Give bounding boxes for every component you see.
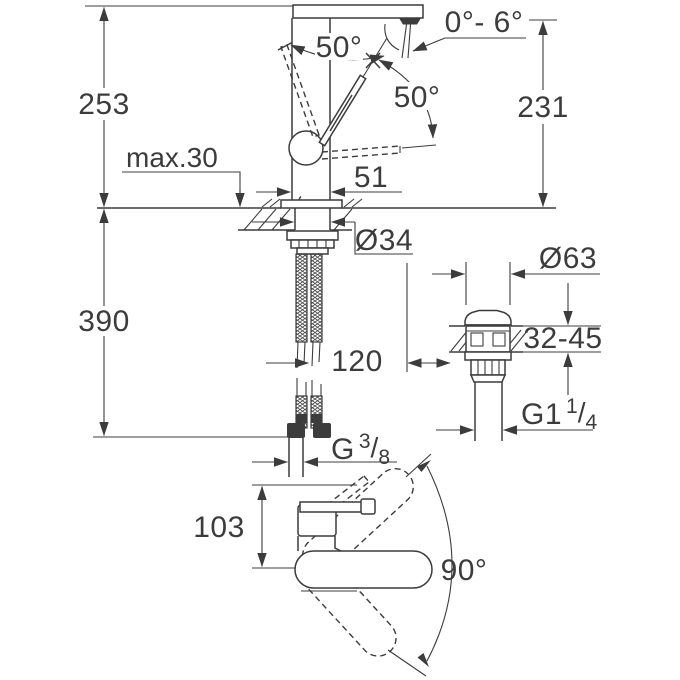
- dim-90-label: 90°: [441, 554, 488, 587]
- hose-right-fitting: [313, 423, 331, 438]
- deck-hatching: [243, 208, 353, 231]
- dim-390-label: 390: [78, 305, 130, 338]
- dim-06-label: 0°- 6°: [445, 6, 524, 39]
- hose-left-fitting: [287, 423, 305, 438]
- label-bg-50-2: [394, 82, 441, 110]
- handle-ball-joint: [288, 130, 324, 166]
- dim-34-shelf: [354, 222, 413, 255]
- handle-lever-dashed-up: [280, 43, 320, 139]
- valve-nut: [470, 359, 506, 376]
- handle-dashed-end-tick: [277, 41, 293, 51]
- valve-body: [465, 325, 511, 353]
- dim-63-label: Ø63: [539, 242, 597, 275]
- valve-window-right: [492, 332, 506, 347]
- drain-valve-detail: Ø63: [432, 242, 602, 441]
- deck-tick-2: [269, 198, 281, 208]
- valve-nut-ribs: [477, 360, 500, 375]
- spout-arm: [292, 4, 424, 19]
- deck-tick-3: [343, 198, 355, 208]
- dim-51-label: 51: [354, 161, 388, 194]
- handle-lever-dashed-horiz-2: [321, 152, 401, 160]
- hose-right-fitting-neck: [311, 414, 322, 423]
- handle-lever-grip: [329, 94, 353, 132]
- spout-top-view: [294, 550, 433, 589]
- hose-left-upper: [295, 253, 308, 343]
- handle-top-view: [299, 501, 364, 513]
- valve-window-left: [470, 332, 484, 347]
- angle-flag-2: [365, 52, 381, 69]
- top-view: 103 90°: [193, 453, 488, 677]
- tilt-arc: [384, 23, 400, 51]
- deck-tick-1: [261, 198, 273, 208]
- deck-tick-4: [351, 198, 363, 208]
- mounting-washer: [286, 230, 339, 241]
- dim-34-label: Ø34: [355, 224, 413, 257]
- aerator: [399, 18, 421, 25]
- stream-line-1: [401, 24, 408, 59]
- swivel-ext-up: [405, 453, 432, 478]
- body-spout-join-right: [334, 536, 342, 552]
- dim-06-leader: [412, 37, 446, 52]
- hose-left-fitting-neck: [296, 414, 307, 423]
- handle-horiz-extension: [401, 144, 437, 149]
- swivel-ext-down: [387, 649, 427, 677]
- label-bg-50-1: [315, 33, 363, 60]
- base-flange: [280, 199, 343, 209]
- hose-break-lines: [296, 341, 322, 396]
- valve-cap: [464, 309, 512, 326]
- dim-50-2-label: 50°: [394, 81, 441, 114]
- valve-flange: [464, 351, 512, 361]
- dim-50-1-label: 50°: [316, 31, 363, 64]
- side-view: 253 390 max.30 0°- 6°: [78, 4, 569, 477]
- dim-231-label: 231: [517, 91, 569, 124]
- handle-cap-top-view: [360, 498, 376, 515]
- nut-ribs: [298, 240, 327, 248]
- dim-max30-label: max.30: [126, 142, 218, 173]
- dim-103-label: 103: [193, 511, 245, 544]
- swivel-arrow-bottom: [417, 653, 429, 667]
- mounting-nut: [290, 239, 335, 249]
- swivel-arrow-top: [417, 460, 431, 472]
- valve-taper: [469, 374, 507, 383]
- stream-line-2: [407, 24, 412, 59]
- hose-right-upper: [310, 253, 323, 343]
- dim-max30-leader: [122, 171, 241, 196]
- dim-3245-label: 32-45: [523, 322, 602, 355]
- swivel-arc: [426, 465, 453, 662]
- dim-120-label: 120: [331, 345, 383, 378]
- nut-collar: [296, 247, 329, 255]
- dim-253-label: 253: [78, 88, 130, 121]
- handle-dashed-top-cap: [363, 475, 370, 483]
- handle-lever-dashed-horiz-1: [321, 145, 401, 153]
